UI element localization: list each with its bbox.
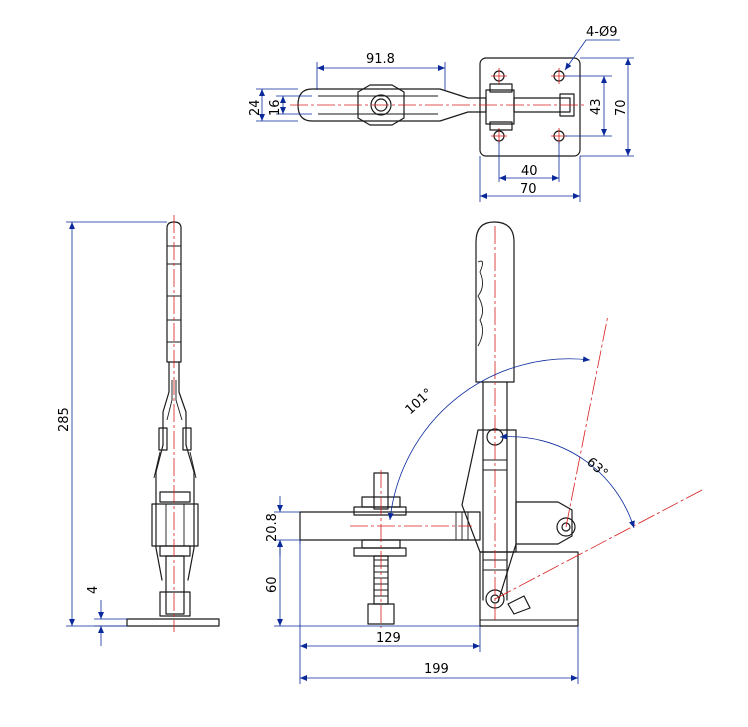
dim-285: 285 (57, 407, 72, 432)
top-base-plate (479, 57, 581, 157)
top-arm-bar (297, 88, 487, 122)
dim-199: 199 (424, 662, 449, 677)
dim-91-8: 91.8 (366, 52, 395, 67)
side-spindle (165, 555, 185, 615)
dim-43: 43 (589, 98, 604, 115)
side-view: 285 4 (57, 215, 220, 646)
dim-60: 60 (265, 576, 280, 593)
dim-hole-callout: 4-Ø9 (586, 25, 617, 40)
front-body (461, 429, 517, 553)
front-handle (475, 221, 515, 383)
dim-4: 4 (86, 586, 101, 594)
side-handle-grip (166, 221, 182, 363)
dim-24: 24 (248, 99, 263, 116)
dim-angle-63: 63° (583, 455, 610, 482)
top-spindle-nut (357, 84, 405, 126)
dim-70-height: 70 (614, 99, 629, 116)
dim-70-width: 70 (520, 182, 537, 197)
top-pivot-block (485, 89, 515, 125)
dim-40: 40 (521, 164, 538, 179)
dim-angle-101: 101° (403, 386, 436, 418)
front-view: 101° 63° 20.8 60 129 199 (265, 221, 703, 684)
dim-16: 16 (268, 99, 283, 116)
side-link-frame (155, 444, 195, 581)
side-base (126, 618, 220, 627)
dim-129: 129 (376, 631, 401, 646)
dim-20-8: 20.8 (265, 513, 280, 542)
top-view: 91.8 24 16 4-Ø9 43 70 40 70 (248, 25, 634, 202)
